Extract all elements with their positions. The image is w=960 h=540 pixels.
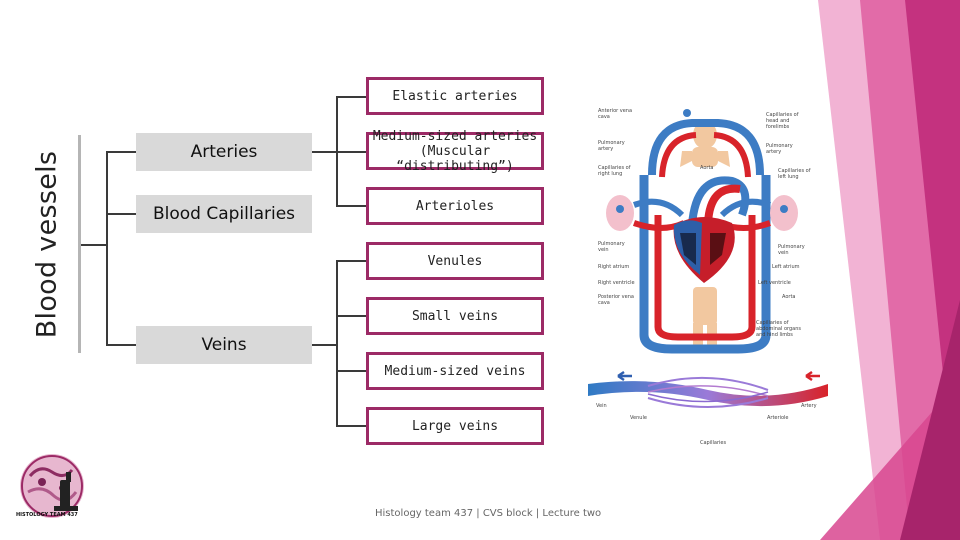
node-label: Venules bbox=[427, 253, 483, 269]
connector bbox=[336, 260, 338, 426]
node-veins: Veins bbox=[136, 326, 312, 364]
label-capillaries: Capillaries bbox=[700, 440, 727, 446]
connector bbox=[106, 213, 136, 215]
node-label: Small veins bbox=[411, 308, 499, 324]
node-arterioles: Arterioles bbox=[366, 187, 544, 225]
label-aorta-top: Aorta bbox=[700, 165, 714, 171]
label-pulmonary-artery-left: Pulmonary artery bbox=[598, 140, 625, 152]
connector bbox=[336, 96, 366, 98]
label-capillaries-left-lung: Capillaries of left lung bbox=[778, 168, 811, 180]
label-posterior-vena-cava: Posterior vena cava bbox=[598, 294, 634, 306]
footer-text: Histology team 437 | CVS block | Lecture… bbox=[375, 508, 602, 519]
connector bbox=[336, 151, 366, 153]
connector bbox=[312, 151, 338, 153]
node-arteries: Arteries bbox=[136, 133, 312, 171]
connector bbox=[336, 205, 366, 207]
node-medium-sized-arteries: Medium-sized arteries (Muscular “distrib… bbox=[366, 129, 544, 174]
node-blood-capillaries: Blood Capillaries bbox=[136, 195, 312, 233]
node-label: Medium-sized arteries (Muscular “distrib… bbox=[372, 128, 538, 174]
node-large-veins: Large veins bbox=[366, 407, 544, 445]
label-pulmonary-artery-right: Pulmonary artery bbox=[766, 143, 793, 155]
label-capillaries-head: Capillaries of head and forelimbs bbox=[766, 112, 799, 130]
label-right-atrium: Right atrium bbox=[598, 264, 630, 270]
node-elastic-arteries: Elastic arteries bbox=[366, 77, 544, 115]
label-venule: Venule bbox=[630, 415, 647, 421]
label-pulmonary-vein-left: Pulmonary vein bbox=[598, 241, 625, 253]
node-label: Arteries bbox=[190, 142, 258, 162]
node-label: Medium-sized veins bbox=[384, 363, 526, 379]
label-anterior-vena-cava: Anterior vena cava bbox=[598, 108, 633, 120]
label-right-ventricle: Right ventricle bbox=[598, 280, 635, 286]
label-arteriole: Arteriole bbox=[767, 415, 789, 421]
logo-text: HISTOLOGY TEAM 437 bbox=[16, 512, 78, 518]
node-label: Blood Capillaries bbox=[152, 204, 296, 224]
label-aorta-bottom: Aorta bbox=[782, 294, 796, 300]
label-left-atrium: Left atrium bbox=[772, 264, 800, 270]
connector bbox=[336, 370, 366, 372]
connector bbox=[336, 425, 366, 427]
label-capillaries-abdominal: Capillaries of abdominal organs and hind… bbox=[756, 320, 801, 338]
connector bbox=[106, 151, 136, 153]
node-label: Large veins bbox=[411, 418, 499, 434]
capillary-bed-diagram bbox=[588, 370, 828, 408]
node-label: Veins bbox=[201, 335, 247, 355]
title-divider bbox=[78, 135, 81, 353]
node-small-veins: Small veins bbox=[366, 297, 544, 335]
label-vein: Vein bbox=[596, 403, 607, 409]
vertical-title-area: Blood vessels bbox=[22, 135, 72, 353]
label-artery: Artery bbox=[801, 403, 817, 409]
node-label: Elastic arteries bbox=[392, 88, 518, 104]
histology-team-logo bbox=[20, 454, 84, 518]
label-capillaries-right-lung: Capillaries of right lung bbox=[598, 165, 631, 177]
circulation-diagram bbox=[606, 109, 798, 354]
node-venules: Venules bbox=[366, 242, 544, 280]
connector bbox=[312, 344, 338, 346]
slide-title: Blood vessels bbox=[31, 150, 63, 338]
node-medium-sized-veins: Medium-sized veins bbox=[366, 352, 544, 390]
label-pulmonary-vein-right: Pulmonary vein bbox=[778, 244, 805, 256]
connector bbox=[106, 344, 136, 346]
label-left-ventricle: Left ventricle bbox=[758, 280, 791, 286]
node-label: Arterioles bbox=[415, 198, 495, 214]
connector bbox=[336, 260, 366, 262]
connector bbox=[336, 315, 366, 317]
connector bbox=[106, 151, 108, 345]
connector bbox=[81, 244, 108, 246]
